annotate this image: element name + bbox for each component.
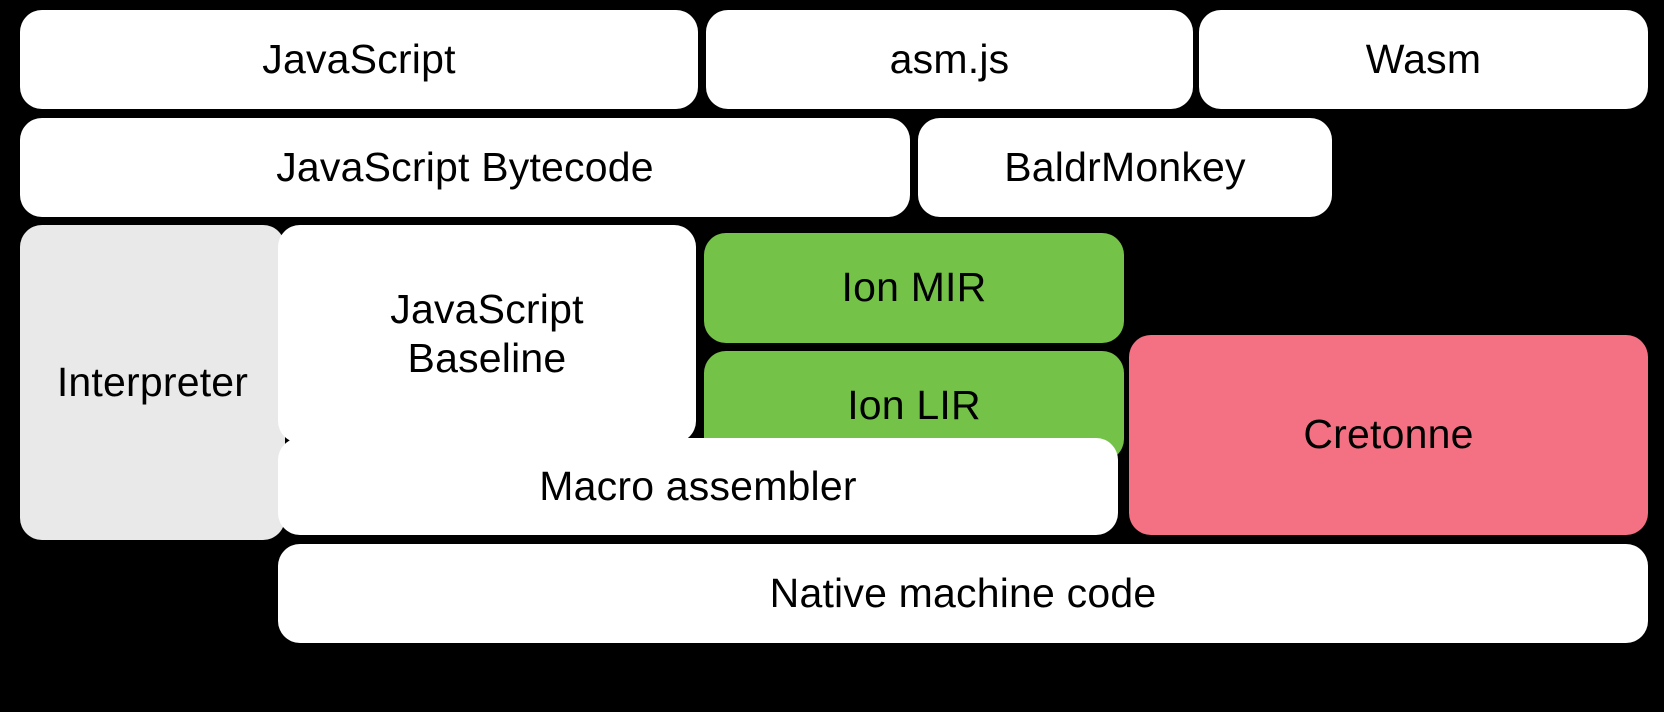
node-native-machine-code: Native machine code (278, 544, 1648, 643)
node-label-interpreter: Interpreter (56, 358, 249, 405)
node-label-asmjs: asm.js (889, 35, 1010, 82)
node-javascript: JavaScript (20, 10, 698, 109)
node-label-ion-mir: Ion MIR (841, 264, 987, 311)
node-javascript-baseline: JavaScript Baseline (278, 225, 696, 443)
node-label-ion-lir: Ion LIR (847, 382, 981, 429)
node-baldrmonkey: BaldrMonkey (918, 118, 1332, 217)
node-label-javascript-baseline: JavaScript Baseline (390, 285, 584, 381)
node-wasm: Wasm (1199, 10, 1648, 109)
node-ion-mir: Ion MIR (704, 233, 1124, 343)
node-label-javascript: JavaScript (262, 35, 456, 82)
node-label-javascript-bytecode: JavaScript Bytecode (276, 143, 654, 190)
node-cretonne: Cretonne (1129, 335, 1648, 535)
node-label-baldrmonkey: BaldrMonkey (1004, 143, 1246, 190)
node-macro-assembler: Macro assembler (278, 438, 1118, 535)
node-label-native-machine-code: Native machine code (769, 569, 1157, 616)
node-interpreter: Interpreter (20, 225, 285, 540)
node-label-macro-assembler: Macro assembler (539, 462, 857, 509)
node-label-cretonne: Cretonne (1303, 411, 1474, 458)
node-label-wasm: Wasm (1365, 35, 1482, 82)
node-javascript-bytecode: JavaScript Bytecode (20, 118, 910, 217)
node-asmjs: asm.js (706, 10, 1193, 109)
